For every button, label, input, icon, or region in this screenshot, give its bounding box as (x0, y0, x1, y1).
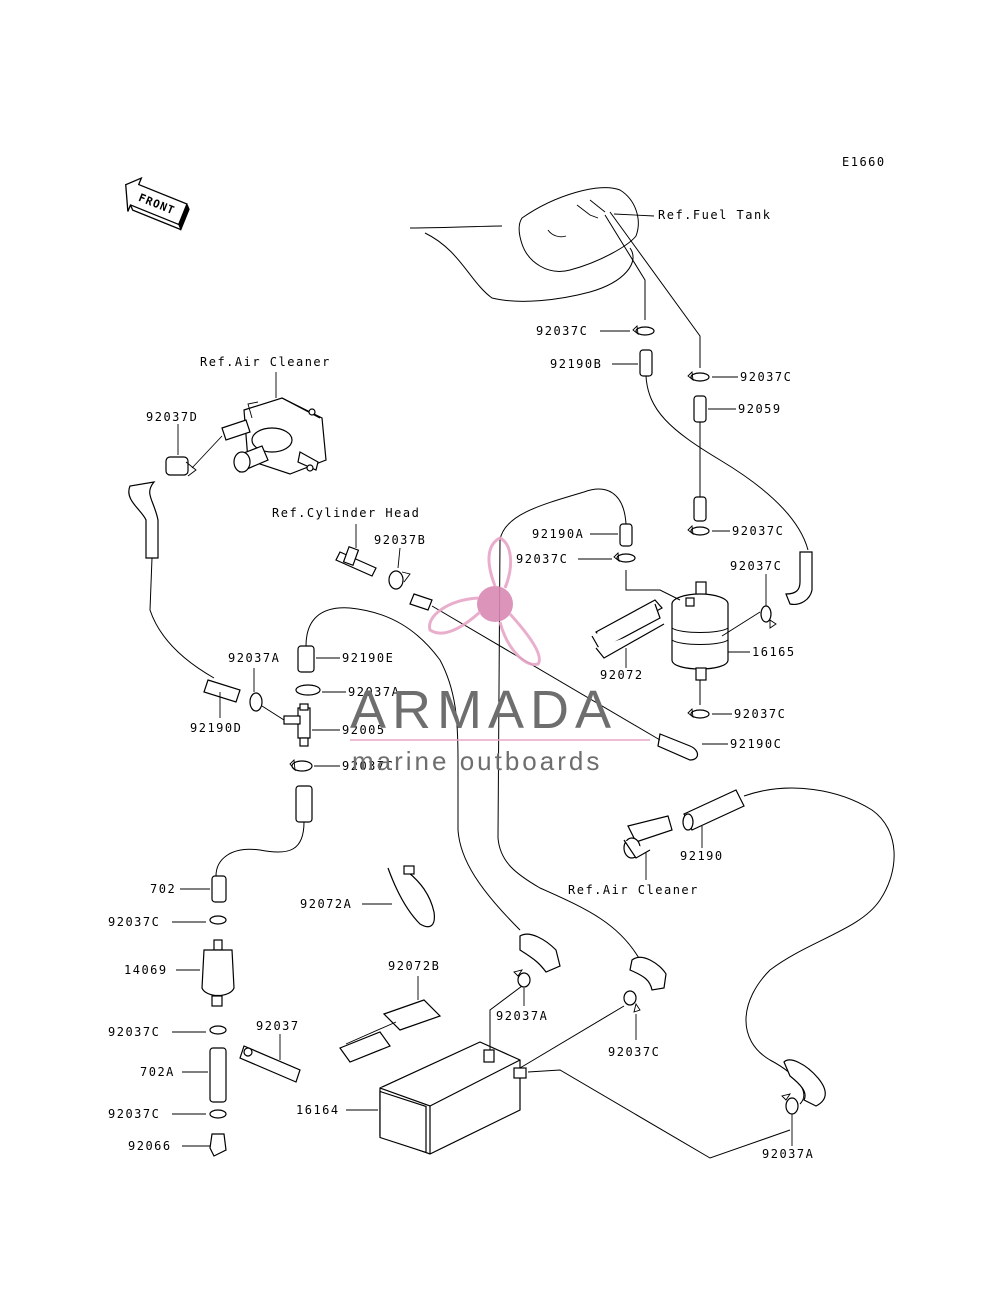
hose-short (409, 593, 433, 611)
hose-lower-t (295, 785, 313, 823)
bracket-92072 (591, 599, 665, 659)
canister-16164 (379, 1041, 527, 1155)
filter-14069 (201, 875, 235, 1157)
part-label: 92072 (600, 668, 644, 682)
part-label: 92066 (128, 1139, 172, 1153)
bracket-92072b (339, 999, 442, 1063)
hose-92059 (693, 395, 707, 423)
watermark-tagline: marine outboards (352, 746, 602, 776)
part-label: 92037C (536, 324, 588, 338)
clamp-92037b (388, 570, 411, 590)
part-label: 92037A (496, 1009, 548, 1023)
cylinder-head-fitting (335, 546, 377, 577)
air-cleaner-top (221, 397, 327, 475)
clamp-icon (632, 325, 655, 336)
part-label: 92037C (108, 1107, 160, 1121)
part-label: 92005 (342, 723, 386, 737)
part-label: 92037C (608, 1045, 660, 1059)
hose-elbow (519, 933, 561, 973)
part-label: 16164 (296, 1103, 340, 1117)
ring-92037a (295, 684, 321, 696)
part-label: 92059 (738, 402, 782, 416)
part-label: 92190D (190, 721, 242, 735)
part-label: 92190B (550, 357, 602, 371)
part-label: 16165 (752, 645, 796, 659)
part-label: 92190 (680, 849, 724, 863)
part-label: 92037C (108, 1025, 160, 1039)
part-label: 92037C (342, 759, 394, 773)
front-arrow-icon: FRONT (125, 176, 190, 231)
tank-vent-line-2 (609, 211, 701, 368)
hose-elbow (629, 956, 667, 991)
clamp-icon (623, 990, 641, 1013)
part-label: 92037C (108, 915, 160, 929)
part-label: 92037C (516, 552, 568, 566)
part-label: 92037C (732, 524, 784, 538)
part-label: 92037B (374, 533, 426, 547)
hose-92190d (203, 679, 241, 703)
diagram-code: E1660 (842, 155, 886, 169)
t-fitting-92005 (283, 703, 311, 747)
part-label: 92190C (730, 737, 782, 751)
clamp-icon (613, 552, 636, 563)
clamp-icon (687, 708, 710, 719)
clamp-icon (760, 605, 777, 629)
clamp-92037d (165, 456, 197, 477)
part-label: 702A (140, 1065, 175, 1079)
part-label: 14069 (124, 963, 168, 977)
band-92072a (387, 865, 435, 928)
clamp-icon (249, 692, 263, 712)
armada-logo-icon (428, 536, 541, 666)
part-label: 92037D (146, 410, 198, 424)
fuel-filter-16165 (671, 581, 729, 681)
part-label: 92037A (348, 685, 400, 699)
part-label: 92037C (734, 707, 786, 721)
hose-elbow (785, 551, 813, 605)
hose-upper-filter (693, 496, 707, 522)
strap-92037 (239, 1045, 301, 1083)
part-label: 92037C (740, 370, 792, 384)
hose-92190e (297, 645, 315, 673)
watermark-brand: ARMADA (350, 680, 617, 740)
ref-air-cleaner-bottom: Ref.Air Cleaner (568, 883, 699, 897)
air-cleaner-bottom (623, 789, 745, 859)
clamp-icon (687, 525, 710, 536)
hose-elbow-left (128, 481, 159, 559)
ref-cylinder-head: Ref.Cylinder Head (272, 506, 420, 520)
part-label: 92190E (342, 651, 394, 665)
clamp-icon (513, 969, 531, 988)
hose-92190a (619, 523, 633, 547)
part-label: 92072B (388, 959, 440, 973)
hose-elbow (783, 1059, 826, 1107)
part-label: 92037 (256, 1019, 300, 1033)
hose-92190b (639, 349, 653, 377)
part-label: 92072A (300, 897, 352, 911)
fuel-tank-outline (409, 187, 655, 302)
ref-air-cleaner-top: Ref.Air Cleaner (200, 355, 331, 369)
hose-92190c (657, 733, 699, 761)
clamp-icon (781, 1093, 799, 1115)
ref-fuel-tank: Ref.Fuel Tank (658, 208, 771, 222)
tank-vent-line-1 (604, 214, 646, 320)
clamp-icon (289, 759, 313, 772)
part-label: 702 (150, 882, 176, 896)
part-label: 92190A (532, 527, 584, 541)
part-label: 92037A (228, 651, 280, 665)
part-label: 92037A (762, 1147, 814, 1161)
clamp-icon (687, 371, 710, 382)
part-label: 92037C (730, 559, 782, 573)
